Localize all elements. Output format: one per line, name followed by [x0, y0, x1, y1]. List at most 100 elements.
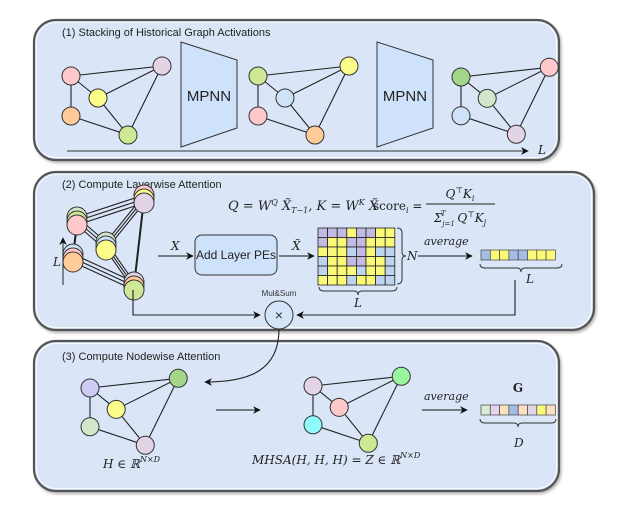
panel-stacking-box	[32, 18, 561, 162]
panel-nodewise-box	[32, 339, 561, 493]
panel-layerwise-box	[32, 170, 596, 332]
graph-vector-cell	[508, 404, 519, 416]
input-caption: H ∈ ℝN×D	[102, 455, 161, 471]
matrix-cell	[327, 227, 338, 238]
layer-vector-brace	[479, 263, 563, 273]
vector-to-mulsum-line	[296, 280, 516, 319]
graph-edge	[460, 66, 550, 78]
graph-2	[248, 56, 359, 145]
graph-edge	[338, 375, 402, 408]
graph-node	[135, 435, 155, 455]
matrix-cell	[346, 275, 357, 286]
graph-node	[248, 106, 268, 126]
matrix-cell	[317, 237, 329, 248]
graph-edge	[70, 65, 163, 77]
graph-vector-cell	[480, 404, 491, 416]
panel-stacking: (1) Stacking of Historical Graph Activat…	[32, 18, 561, 162]
graph-vector-cell	[499, 404, 510, 416]
matrix-cols-label: L	[353, 296, 362, 310]
graph-node	[106, 399, 126, 419]
graph-vector-cell	[489, 404, 500, 416]
graph-edge	[257, 65, 350, 77]
graph-node	[539, 57, 559, 77]
graph-vector-brace	[479, 418, 557, 428]
matrix-rows-label: N	[406, 249, 418, 263]
graph-edge	[460, 115, 517, 135]
matrix-cell	[346, 256, 357, 267]
matrix-cols-brace	[318, 286, 398, 296]
graph-edge	[312, 424, 369, 444]
graph-edge	[312, 375, 402, 387]
graph-1	[61, 56, 172, 145]
graph-vector-cell	[517, 404, 528, 416]
graph-3	[451, 57, 559, 144]
mulsum-symbol: ×	[275, 307, 283, 323]
graph-node	[88, 88, 108, 108]
matrix-cell	[355, 237, 367, 248]
graph-node	[303, 376, 323, 396]
graph-edge	[284, 65, 350, 99]
layer-average-label: average	[424, 235, 469, 248]
graph-node	[248, 66, 268, 86]
matrix-cell	[384, 265, 396, 276]
graph-edge	[115, 377, 179, 410]
matrix-cell	[317, 265, 329, 276]
graph-embedding-title: G	[513, 381, 523, 395]
matrix-cell	[336, 265, 348, 276]
stacked-graph-node	[95, 239, 117, 261]
graph-edge	[367, 376, 402, 444]
layer-vector-cell	[527, 249, 538, 261]
graph-node	[303, 415, 323, 435]
matrix-cell	[327, 275, 338, 286]
matrix-rows-brace	[396, 227, 407, 285]
formula-score-numerator: Q⊤Ki	[446, 186, 475, 203]
layer-vector-cell	[536, 249, 547, 261]
matrix-cell	[336, 237, 348, 248]
matrix-cell	[365, 227, 377, 238]
mpnn-label-2: MPNN	[383, 88, 427, 105]
attention-matrix	[317, 227, 396, 286]
graph-edge	[257, 115, 316, 136]
panel-nodewise: (3) Compute Nodewise Attention H ∈ ℝN×D …	[32, 328, 561, 493]
stacked-graph-node	[62, 251, 84, 273]
matrix-cell	[336, 256, 348, 267]
graph-node	[477, 88, 497, 108]
layer-vector-cell	[545, 249, 556, 261]
matrix-cell	[384, 237, 396, 248]
graph-node	[118, 125, 138, 145]
formula-qk: Q = WQ X̃T−1, K = WK X̃	[228, 198, 379, 215]
layer-vector-label: L	[525, 272, 534, 286]
graph-node	[451, 106, 471, 126]
graph-edge	[314, 65, 350, 136]
matrix-cell	[336, 275, 348, 286]
stacked-graph-edge	[76, 202, 145, 226]
graph-vector-cell	[527, 404, 538, 416]
stacked-graph-node	[133, 192, 155, 214]
node-average-label: average	[424, 390, 469, 403]
matrix-cell	[384, 227, 396, 238]
mpnn-label-1: MPNN	[187, 88, 231, 105]
panel-nodewise-title: (3) Compute Nodewise Attention	[62, 351, 220, 363]
matrix-cell	[317, 275, 329, 286]
matrix-cell	[355, 256, 367, 267]
stacked-graph-edge	[76, 198, 145, 222]
matrix-cell	[375, 256, 386, 267]
matrix-cell	[355, 246, 367, 257]
layer-score-vector	[480, 249, 556, 261]
graph-edge	[89, 426, 146, 446]
mulsum-to-graph-arrow	[204, 328, 280, 386]
matrix-cell	[375, 227, 386, 238]
graph-node	[305, 125, 325, 145]
panel-stacking-title: (1) Stacking of Historical Graph Activat…	[62, 27, 271, 39]
graph-edge	[144, 378, 179, 446]
matrix-cell	[327, 246, 338, 257]
matrix-cell	[346, 265, 357, 276]
matrix-cell	[375, 237, 386, 248]
graph-vector-label: D	[513, 436, 524, 450]
stacked-graph-node	[66, 214, 88, 236]
layer-vector-cell	[508, 249, 519, 261]
stacked-graph-node	[123, 279, 145, 301]
mulsum-operator: ×	[264, 300, 294, 330]
matrix-cell	[317, 246, 329, 257]
matrix-cell	[346, 246, 357, 257]
